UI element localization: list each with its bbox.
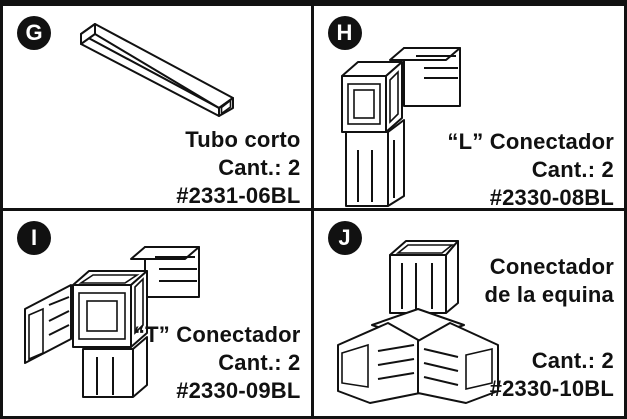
short-tube-illustration bbox=[80, 23, 234, 117]
part-letter-badge: H bbox=[327, 16, 362, 50]
part-label: Conectador de la equina bbox=[484, 253, 614, 309]
t-connector-illustration bbox=[24, 246, 200, 398]
part-code: #2331-06BL bbox=[176, 183, 301, 208]
part-quantity: Cant.: 2 bbox=[531, 157, 614, 182]
parts-grid: G Tubo corto Cant.: 2 #2331-06BL H bbox=[3, 6, 624, 416]
part-label-quantity: Cant.: 2 #2330-10BL bbox=[490, 347, 614, 403]
part-label: “T” Conectador Cant.: 2 #2330-09BL bbox=[134, 321, 301, 405]
part-cell-j: J bbox=[314, 211, 625, 416]
part-code: #2330-09BL bbox=[176, 378, 301, 403]
part-quantity: Cant.: 2 bbox=[218, 350, 301, 375]
part-label: Tubo corto Cant.: 2 #2331-06BL bbox=[176, 126, 301, 208]
part-name-line-2: de la equina bbox=[484, 282, 614, 307]
part-cell-g: G Tubo corto Cant.: 2 #2331-06BL bbox=[3, 6, 314, 211]
part-cell-i: I bbox=[3, 211, 314, 416]
l-connector-illustration bbox=[340, 47, 461, 207]
part-name: Tubo corto bbox=[185, 127, 301, 152]
part-name: “L” Conectador bbox=[447, 129, 614, 154]
part-letter-badge: I bbox=[17, 221, 51, 255]
part-quantity: Cant.: 2 bbox=[531, 348, 614, 373]
part-letter-badge: G bbox=[17, 16, 51, 50]
part-code: #2330-10BL bbox=[489, 376, 614, 401]
part-name: “T” Conectador bbox=[133, 322, 301, 347]
part-quantity: Cant.: 2 bbox=[218, 155, 301, 180]
part-code: #2330-08BL bbox=[489, 185, 614, 210]
corner-connector-illustration bbox=[336, 240, 499, 404]
part-letter-badge: J bbox=[327, 221, 362, 255]
part-cell-h: H bbox=[313, 6, 624, 211]
part-label: “L” Conectador Cant.: 2 #2330-08BL bbox=[447, 128, 614, 210]
part-name-line-1: Conectador bbox=[489, 254, 614, 279]
